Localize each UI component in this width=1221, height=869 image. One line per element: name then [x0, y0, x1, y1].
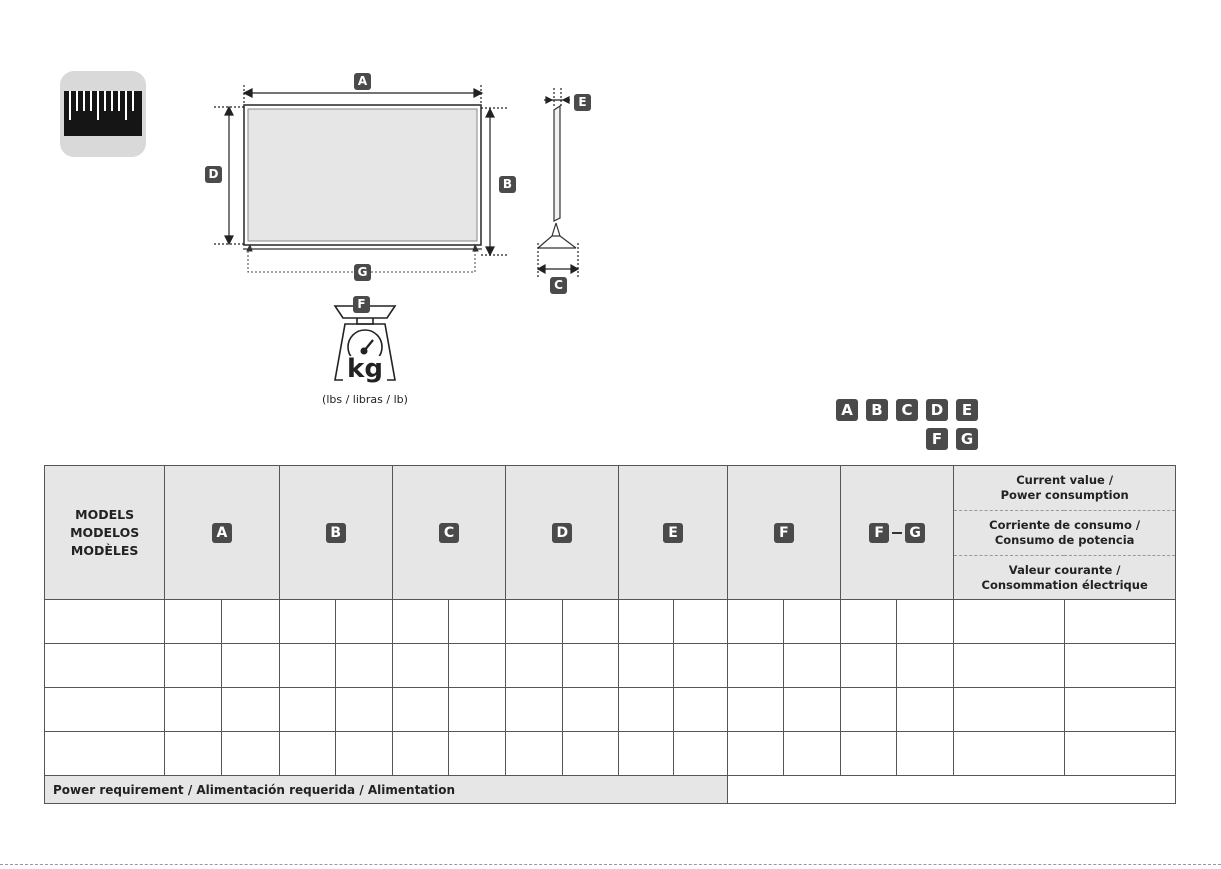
table-row — [43, 731, 1177, 776]
label-a: A — [354, 73, 371, 90]
header-e: E — [618, 465, 728, 600]
models-header: MODELS MODELOS MODÈLES — [43, 465, 166, 600]
power-requirement-value — [726, 775, 1177, 804]
page-bottom-divider — [0, 864, 1221, 865]
model-cell — [43, 599, 166, 644]
power-header-en: Current value / Power consumption — [953, 465, 1176, 511]
legend-a: A — [836, 399, 858, 421]
legend-e: E — [956, 399, 978, 421]
table-row — [43, 687, 1177, 732]
legend-b: B — [866, 399, 888, 421]
model-cell — [43, 643, 166, 688]
header-c: C — [391, 465, 507, 600]
legend-g: G — [956, 428, 978, 450]
table-row — [43, 599, 1177, 644]
legend-f: F — [926, 428, 948, 450]
header-a: A — [164, 465, 280, 600]
header-d: D — [505, 465, 620, 600]
weight-unit: kg — [343, 356, 387, 382]
legend-c: C — [896, 399, 918, 421]
scale-icon — [333, 305, 397, 381]
label-f: F — [353, 296, 370, 313]
tv-front-diagram — [214, 85, 508, 273]
header-f: F — [726, 465, 842, 600]
weight-unit-note: (lbs / libras / lb) — [322, 393, 408, 406]
power-requirement-label: Power requirement / Alimentación requeri… — [44, 775, 728, 804]
label-e: E — [574, 94, 591, 111]
table-row — [43, 643, 1177, 688]
legend-d: D — [926, 399, 948, 421]
header-b: B — [278, 465, 393, 600]
tv-side-diagram — [536, 88, 580, 278]
power-header-fr: Valeur courante / Consommation électriqu… — [953, 555, 1176, 600]
model-cell — [43, 731, 166, 776]
label-c: C — [550, 277, 567, 294]
label-g: G — [354, 264, 371, 281]
power-header-es: Corriente de consumo / Consumo de potenc… — [953, 510, 1176, 556]
label-b: B — [499, 176, 516, 193]
ruler-icon — [60, 71, 146, 157]
minus-sign — [892, 532, 903, 534]
model-cell — [43, 687, 166, 732]
label-d: D — [205, 166, 222, 183]
